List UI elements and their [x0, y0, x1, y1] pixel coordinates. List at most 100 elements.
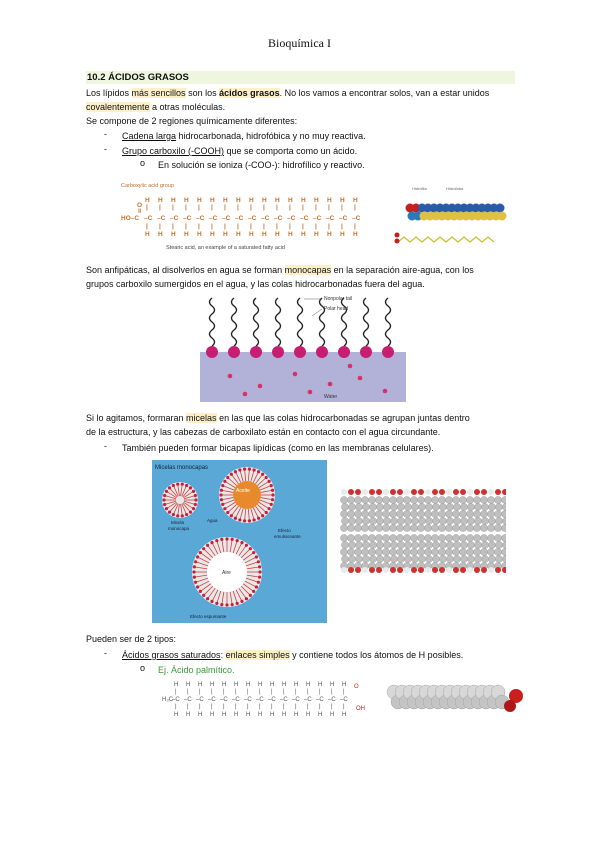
svg-text:–C: –C	[184, 697, 192, 703]
svg-text:H: H	[158, 197, 163, 204]
svg-text:–C: –C	[280, 697, 288, 703]
svg-text:H: H	[288, 231, 293, 238]
svg-text:|: |	[341, 204, 343, 211]
text: Son anfipáticas, al disolverlos en agua …	[86, 265, 285, 275]
region-2: Grupo carboxilo (-COOH) que se comporta …	[122, 144, 357, 158]
svg-text:H: H	[340, 197, 345, 204]
label-aceite: Aceite	[236, 488, 250, 494]
palmitic-space-filling	[386, 684, 523, 712]
svg-text:H: H	[223, 197, 228, 204]
legend-hydrophobic: Hidrófoba	[446, 186, 464, 191]
label-emulsionante: emulsionante	[274, 534, 301, 539]
svg-text:|: |	[175, 689, 177, 695]
svg-text:|: |	[224, 223, 226, 230]
section-title: 10.2 ÁCIDOS GRASOS	[86, 71, 515, 84]
svg-text:–C: –C	[244, 697, 252, 703]
text: Cadena larga	[122, 131, 177, 141]
svg-text:|: |	[283, 704, 285, 710]
monolayer-figure: Nonpolar tail Polar head Water	[200, 296, 406, 402]
svg-text:H: H	[306, 682, 310, 688]
highlight: más sencillos	[131, 88, 186, 98]
svg-text:|: |	[250, 204, 252, 211]
text: . No los vamos a encontrar solos, van a …	[279, 88, 490, 98]
svg-text:|: |	[343, 704, 345, 710]
svg-text:|: |	[263, 223, 265, 230]
svg-text:|: |	[289, 223, 291, 230]
text: Si lo agitamos, formaran	[86, 413, 187, 423]
svg-text:|: |	[302, 223, 304, 230]
svg-text:|: |	[172, 204, 174, 211]
svg-text:H: H	[270, 712, 274, 718]
svg-text:|: |	[159, 204, 161, 211]
svg-text:|: |	[302, 204, 304, 211]
svg-text:H: H	[171, 197, 176, 204]
type-saturated: Ácidos grasos saturados: enlaces simples…	[122, 648, 463, 662]
svg-text:H: H	[186, 712, 190, 718]
stearic-caption: Stearic acid, an example of a saturated …	[166, 245, 285, 251]
micelles-title: Micelas monocapas	[155, 465, 208, 471]
svg-text:H: H	[282, 682, 286, 688]
svg-text:H: H	[236, 197, 241, 204]
stearic-acid-figure: Carboxylic acid group HO–C O ‖ H|–C|HH|–…	[121, 183, 507, 251]
svg-text:H: H	[210, 231, 215, 238]
bilayer-bullet: También pueden formar bicapas lipídicas …	[122, 443, 434, 453]
svg-text:–C: –C	[261, 215, 270, 222]
amphi-line-1: Son anfipáticas, al disolverlos en agua …	[86, 263, 474, 277]
svg-text:|: |	[315, 223, 317, 230]
svg-text:–C: –C	[274, 215, 283, 222]
svg-text:|: |	[211, 704, 213, 710]
svg-text:|: |	[199, 689, 201, 695]
amphi-line-2: grupos carboxilo sumergidos en el agua, …	[86, 279, 425, 289]
svg-text:–C: –C	[292, 697, 300, 703]
svg-text:|: |	[185, 204, 187, 211]
intro-line-1: Los lípidos más sencillos son los ácidos…	[86, 86, 489, 100]
svg-text:–C: –C	[316, 697, 324, 703]
carboxylic-group-label: Carboxylic acid group	[121, 183, 174, 189]
svg-text:|: |	[223, 704, 225, 710]
svg-text:–C: –C	[339, 215, 348, 222]
svg-text:|: |	[283, 689, 285, 695]
svg-text:|: |	[276, 204, 278, 211]
svg-text:H: H	[236, 231, 241, 238]
svg-text:–C: –C	[209, 215, 218, 222]
svg-text:|: |	[199, 704, 201, 710]
svg-text:|: |	[295, 689, 297, 695]
svg-text:|: |	[341, 223, 343, 230]
dash-bullet: -	[104, 144, 107, 154]
svg-text:H: H	[258, 712, 262, 718]
svg-text:H: H	[275, 231, 280, 238]
svg-text:H: H	[198, 682, 202, 688]
circle-bullet: o	[140, 158, 146, 168]
svg-text:|: |	[271, 704, 273, 710]
svg-text:|: |	[271, 689, 273, 695]
svg-text:H: H	[327, 231, 332, 238]
svg-text:|: |	[224, 204, 226, 211]
svg-text:|: |	[159, 223, 161, 230]
circle-bullet: o	[140, 663, 146, 673]
dash-bullet: -	[104, 648, 107, 658]
svg-text:|: |	[146, 204, 148, 211]
svg-text:H: H	[294, 712, 298, 718]
svg-text:|: |	[328, 223, 330, 230]
svg-text:–C: –C	[352, 215, 361, 222]
svg-text:H: H	[246, 682, 250, 688]
svg-text:H: H	[282, 712, 286, 718]
svg-text:H: H	[318, 682, 322, 688]
svg-text:H: H	[353, 197, 358, 204]
label-water: Water	[324, 394, 337, 400]
label-aire: Aire	[222, 570, 231, 576]
highlight: enlaces simples	[225, 650, 290, 660]
types-intro: Pueden ser de 2 tipos:	[86, 634, 177, 644]
dash-bullet: -	[104, 441, 107, 451]
svg-text:|: |	[295, 704, 297, 710]
svg-text:|: |	[235, 689, 237, 695]
svg-text:|: |	[263, 204, 265, 211]
micelle-line-2: de la estructura, y las cabezas de carbo…	[86, 427, 441, 437]
svg-text:–C: –C	[183, 215, 192, 222]
svg-text:–C: –C	[196, 215, 205, 222]
svg-text:|: |	[307, 704, 309, 710]
text: que se comporta como un ácido.	[224, 146, 358, 156]
svg-text:|: |	[172, 223, 174, 230]
svg-text:H: H	[246, 712, 250, 718]
svg-text:–C: –C	[172, 697, 180, 703]
